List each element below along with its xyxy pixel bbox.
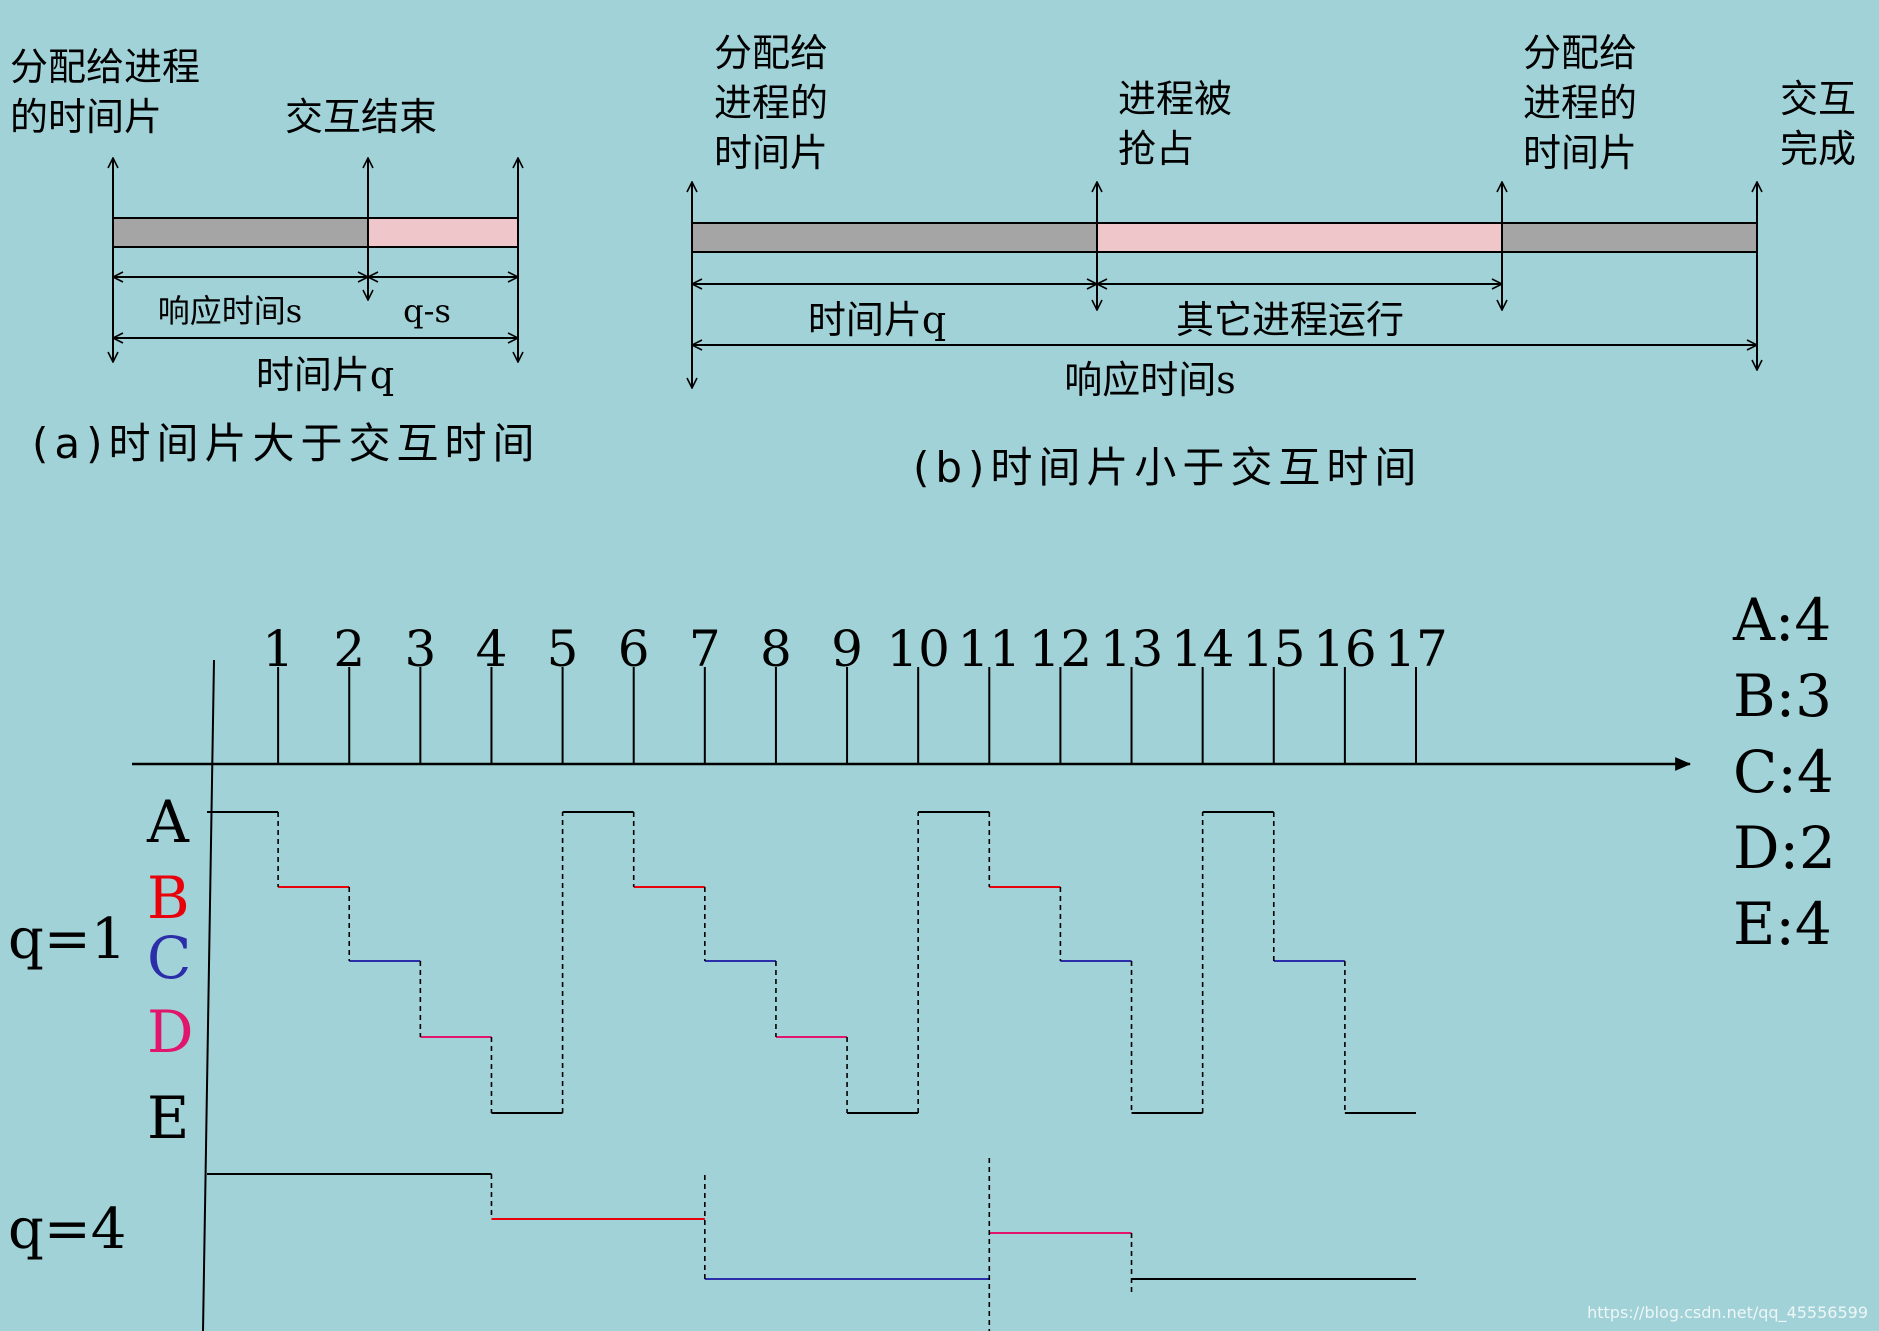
service-times: A:4 B:3 C:4 D:2 E:4 (1732, 586, 1836, 958)
tick-label-6: 6 (618, 620, 650, 678)
a-label-slice-line2: 的时间片 (10, 95, 162, 139)
b-dim-response-label: 响应时间s (1064, 358, 1236, 402)
process-label-e: E (147, 1084, 189, 1152)
q4-schedule (207, 1158, 1416, 1331)
tick-label-3: 3 (404, 620, 436, 678)
b-label-slice2-line3: 时间片 (1523, 131, 1637, 175)
tick-label-10: 10 (886, 620, 950, 678)
q1-label: q=1 (8, 907, 126, 972)
a-caption: (a)时间片大于交互时间 (32, 419, 541, 468)
b-label-slice2-line2: 进程的 (1523, 81, 1637, 125)
b-label-slice1-line1: 分配给 (714, 31, 828, 75)
service-time-a: A:4 (1732, 586, 1831, 654)
b-label-slice2-line1: 分配给 (1523, 31, 1637, 75)
service-time-b: B:3 (1733, 662, 1832, 730)
diagram-a: 分配给进程 的时间片 交互结束 响应时间s q-s 时间片q (a)时间片大于交… (10, 45, 541, 468)
tick-label-9: 9 (831, 620, 863, 678)
tick-label-16: 16 (1313, 620, 1377, 678)
b-label-done-line2: 完成 (1780, 127, 1856, 171)
q1-schedule (207, 811, 1416, 1114)
b-label-slice1-line3: 时间片 (714, 131, 828, 175)
tick-label-13: 13 (1100, 620, 1164, 678)
process-labels: A B C D E (146, 788, 194, 1152)
service-time-d: D:2 (1733, 814, 1836, 882)
a-dim-rest-label: q-s (403, 292, 451, 330)
a-dim-slice-label: 时间片q (256, 353, 394, 397)
process-label-b: B (147, 864, 190, 932)
tick-label-4: 4 (476, 620, 508, 678)
tick-label-11: 11 (957, 620, 1021, 678)
process-label-d: D (147, 998, 194, 1066)
tick-label-17: 17 (1384, 620, 1448, 678)
process-label-c: C (147, 924, 191, 992)
a-run-segment (112, 217, 369, 248)
service-time-e: E:4 (1733, 890, 1832, 958)
tick-label-7: 7 (689, 620, 721, 678)
b-dim-slice-label: 时间片q (808, 298, 946, 342)
a-idle-segment (367, 217, 519, 248)
a-label-end: 交互结束 (285, 95, 437, 139)
tick-label-2: 2 (333, 620, 365, 678)
tick-label-5: 5 (547, 620, 579, 678)
q4-label: q=4 (8, 1197, 126, 1262)
tick-label-12: 12 (1029, 620, 1093, 678)
b-label-preempt-line2: 抢占 (1118, 127, 1194, 171)
b-caption: (b)时间片小于交互时间 (913, 443, 1422, 492)
a-dim-response-label: 响应时间s (158, 292, 302, 330)
tick-label-1: 1 (262, 620, 294, 678)
a-label-slice-line1: 分配给进程 (10, 45, 200, 89)
b-others-segment (1096, 222, 1503, 253)
b-label-done-line1: 交互 (1780, 77, 1856, 121)
b-run-segment-1 (691, 222, 1098, 253)
diagram-b: 分配给 进程的 时间片 进程被 抢占 分配给 进程的 时间片 交互 完成 时间片… (692, 31, 1856, 492)
tick-label-14: 14 (1171, 620, 1235, 678)
b-label-slice1-line2: 进程的 (714, 81, 828, 125)
process-label-a: A (146, 788, 190, 856)
b-dim-others-label: 其它进程运行 (1176, 298, 1404, 342)
b-run-segment-2 (1501, 222, 1758, 253)
tick-label-8: 8 (760, 620, 792, 678)
tick-label-15: 15 (1242, 620, 1306, 678)
watermark: https://blog.csdn.net/qq_45556599 (1587, 1303, 1868, 1323)
b-label-preempt-line1: 进程被 (1118, 77, 1232, 121)
service-time-c: C:4 (1733, 738, 1834, 806)
process-axis (202, 659, 215, 1331)
